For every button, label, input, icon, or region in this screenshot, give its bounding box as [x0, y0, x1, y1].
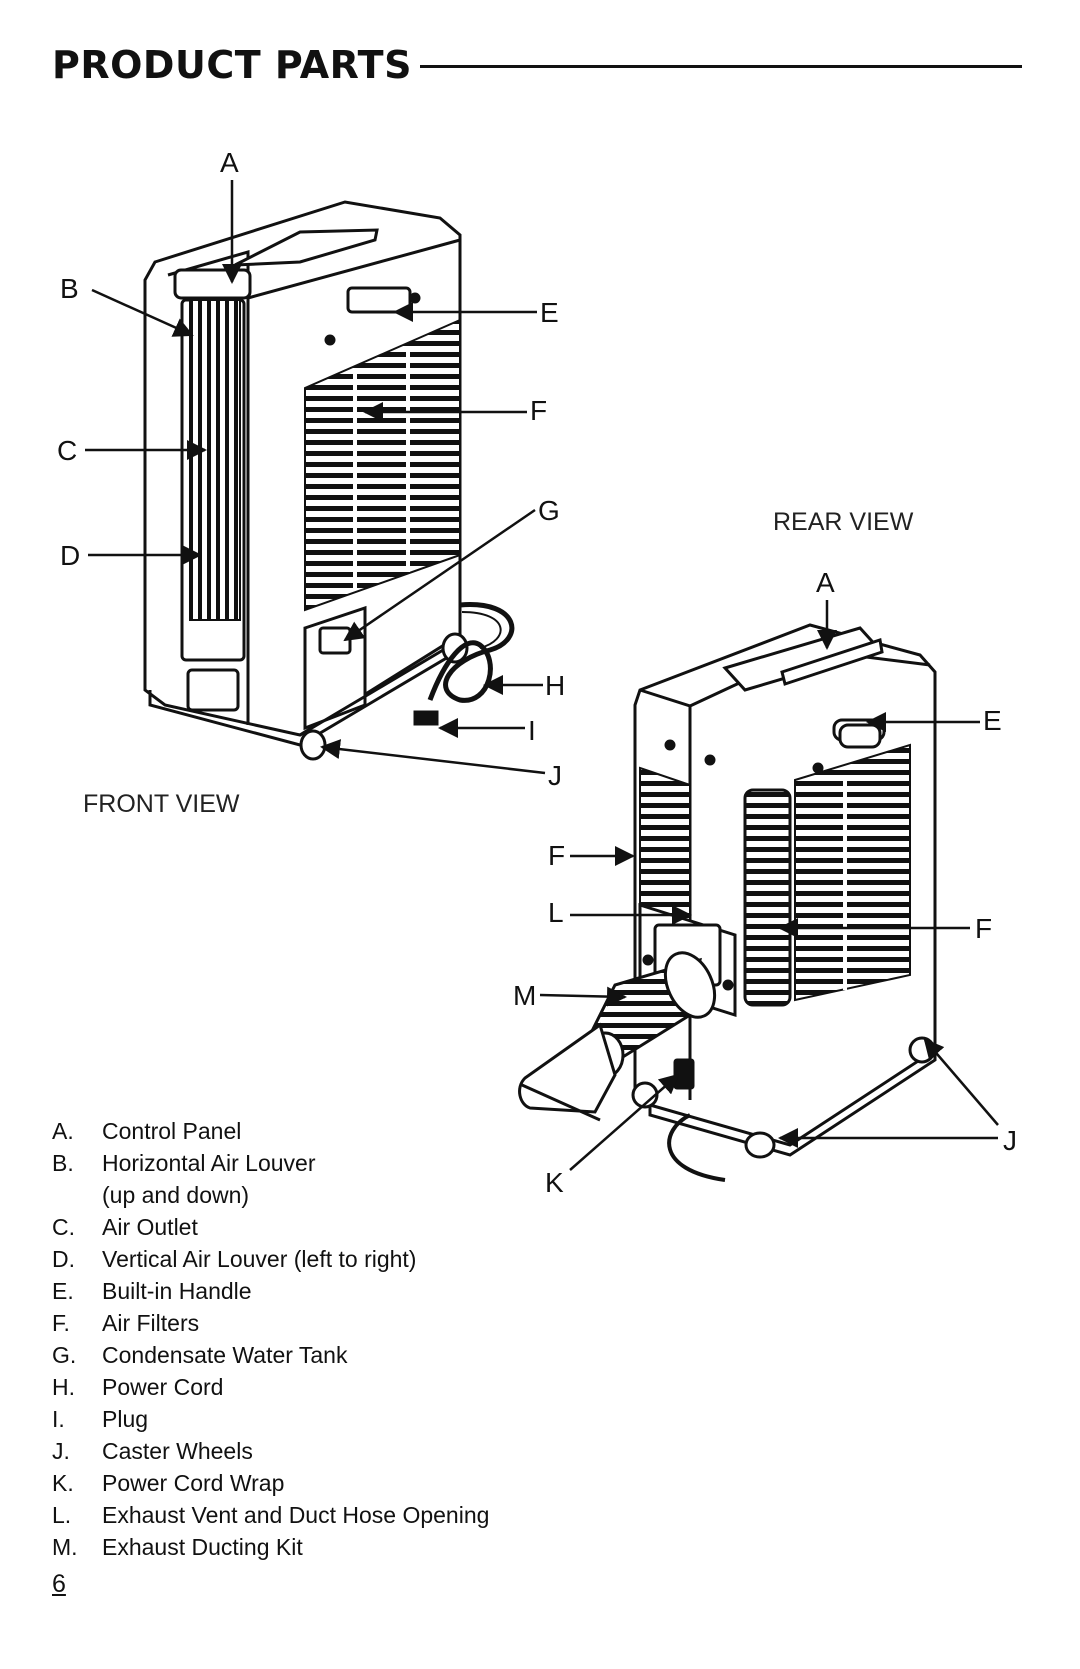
callout-j-rear: J	[1003, 1125, 1017, 1156]
list-item: M.Exhaust Ducting Kit	[52, 1534, 303, 1560]
callout-e-rear: E	[983, 705, 1002, 736]
callout-f-rear-left: F	[548, 840, 565, 871]
callout-d: D	[60, 540, 80, 571]
list-item: L.Exhaust Vent and Duct Hose Opening	[52, 1502, 490, 1528]
callout-f-rear-right: F	[975, 913, 992, 944]
callout-g: G	[538, 495, 560, 526]
parts-list: A.Control Panel B.Horizontal Air Louver …	[52, 1115, 489, 1563]
list-item: E.Built-in Handle	[52, 1278, 252, 1304]
leader-lines	[85, 180, 999, 1171]
list-item: H.Power Cord	[52, 1374, 224, 1400]
front-view-unit	[143, 200, 515, 761]
list-item: G.Condensate Water Tank	[52, 1342, 348, 1368]
callout-h: H	[545, 670, 565, 701]
callout-f-front: F	[530, 395, 547, 426]
callout-a-front: A	[220, 147, 239, 178]
header-rule	[420, 65, 1022, 68]
rear-view-label: REAR VIEW	[773, 508, 914, 536]
list-item: B.Horizontal Air Louver	[52, 1150, 316, 1176]
callout-a-rear: A	[816, 567, 835, 598]
list-item: C.Air Outlet	[52, 1214, 198, 1240]
callout-b: B	[60, 273, 79, 304]
list-item: F.Air Filters	[52, 1310, 200, 1336]
callout-i: I	[528, 715, 536, 746]
page-title: PRODUCT PARTS	[52, 43, 412, 87]
exhaust-hose	[518, 951, 717, 1122]
callout-e-front: E	[540, 297, 559, 328]
section-header: PRODUCT PARTS	[52, 40, 1022, 90]
callout-k: K	[545, 1167, 564, 1198]
callout-l: L	[548, 897, 564, 928]
list-item: A.Control Panel	[52, 1118, 242, 1144]
list-item-continuation: (up and down)	[102, 1182, 250, 1208]
rear-view-unit	[631, 623, 937, 1182]
callout-m: M	[513, 980, 536, 1011]
front-view-label: FRONT VIEW	[83, 790, 240, 818]
list-item: D.Vertical Air Louver (left to right)	[52, 1246, 417, 1272]
callout-j-front: J	[548, 760, 562, 791]
list-item: J.Caster Wheels	[52, 1438, 253, 1464]
list-item: K.Power Cord Wrap	[52, 1470, 285, 1496]
callout-c: C	[57, 435, 77, 466]
page-number: 6	[52, 1570, 66, 1598]
list-item: I.Plug	[52, 1406, 149, 1432]
